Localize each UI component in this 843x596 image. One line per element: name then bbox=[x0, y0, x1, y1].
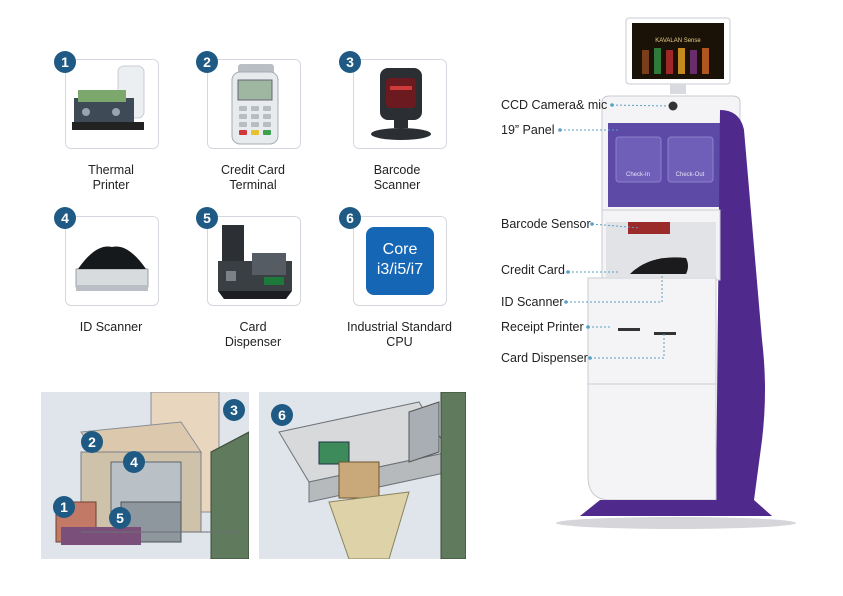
diagram-badge-2: 2 bbox=[81, 431, 103, 453]
cad-assembly-right-image bbox=[278, 392, 466, 559]
thermal-printer-image bbox=[72, 65, 145, 130]
diagram-badge-3: 3 bbox=[223, 399, 245, 421]
component-label-credit-card-terminal: Credit Card Terminal bbox=[221, 163, 285, 192]
component-label-id-scanner: ID Scanner bbox=[79, 320, 143, 334]
component-label-cpu: Industrial Standard CPU bbox=[347, 320, 452, 349]
component-label-thermal-printer: Thermal Printer bbox=[88, 163, 134, 192]
diagram-badge-1: 1 bbox=[53, 496, 75, 518]
callout-barcode-sensor: Barcode Sensor bbox=[501, 217, 591, 231]
component-badge-6: 6 bbox=[339, 207, 361, 229]
diagram-badge-6: 6 bbox=[271, 404, 293, 426]
barcode-scanner-card bbox=[353, 59, 447, 149]
kiosk-illustration: KAVALAN Sense Check-In Check-Out bbox=[556, 17, 796, 529]
callout-19-panel: 19” Panel bbox=[501, 123, 555, 137]
diagram-badge-5: 5 bbox=[109, 507, 131, 529]
cad-assembly-left-image bbox=[55, 392, 249, 559]
component-badge-4: 4 bbox=[54, 207, 76, 229]
barcode-sensor bbox=[628, 222, 670, 234]
receipt-printer-slot bbox=[618, 328, 640, 331]
callout-credit-card: Credit Card bbox=[501, 263, 565, 277]
ccd-camera-icon bbox=[668, 101, 678, 111]
id-scanner-image bbox=[75, 246, 149, 291]
internal-layout-diagram-left: 1 2 3 4 5 bbox=[41, 392, 249, 559]
card-dispenser-slot bbox=[654, 332, 676, 335]
id-scanner-slot bbox=[630, 257, 688, 274]
component-badge-2: 2 bbox=[196, 51, 218, 73]
callout-card-dispenser: Card Dispenser bbox=[501, 351, 588, 365]
screen-button-check-out: Check-Out bbox=[676, 172, 705, 178]
barcode-scanner-image bbox=[371, 68, 431, 140]
credit-card-terminal-image bbox=[231, 64, 279, 145]
callout-receipt-printer: Receipt Printer bbox=[501, 320, 584, 334]
component-label-card-dispenser: Card Dispenser bbox=[224, 320, 282, 349]
component-label-barcode-scanner: Barcode Scanner bbox=[373, 163, 421, 192]
cpu-chip-line2: i3/i5/i7 bbox=[376, 261, 424, 278]
internal-layout-diagram-right: 6 bbox=[259, 392, 466, 559]
callout-id-scanner: ID Scanner bbox=[501, 295, 564, 309]
component-badge-5: 5 bbox=[196, 207, 218, 229]
top-display-brand: KAVALAN Sense bbox=[655, 38, 701, 44]
id-scanner-card bbox=[65, 216, 159, 306]
thermal-printer-card bbox=[65, 59, 159, 149]
diagram-badge-4: 4 bbox=[123, 451, 145, 473]
credit-card-terminal-card bbox=[207, 59, 301, 149]
card-dispenser-card bbox=[207, 216, 301, 306]
cpu-chip-icon: Core i3/i5/i7 bbox=[366, 227, 434, 295]
callout-ccd-camera: CCD Camera& mic bbox=[501, 98, 608, 112]
screen-button-check-in: Check-In bbox=[626, 172, 650, 178]
component-badge-1: 1 bbox=[54, 51, 76, 73]
cpu-chip-line1: Core bbox=[382, 241, 418, 258]
card-dispenser-image bbox=[218, 225, 292, 299]
component-badge-3: 3 bbox=[339, 51, 361, 73]
cpu-card: Core i3/i5/i7 bbox=[353, 216, 447, 306]
